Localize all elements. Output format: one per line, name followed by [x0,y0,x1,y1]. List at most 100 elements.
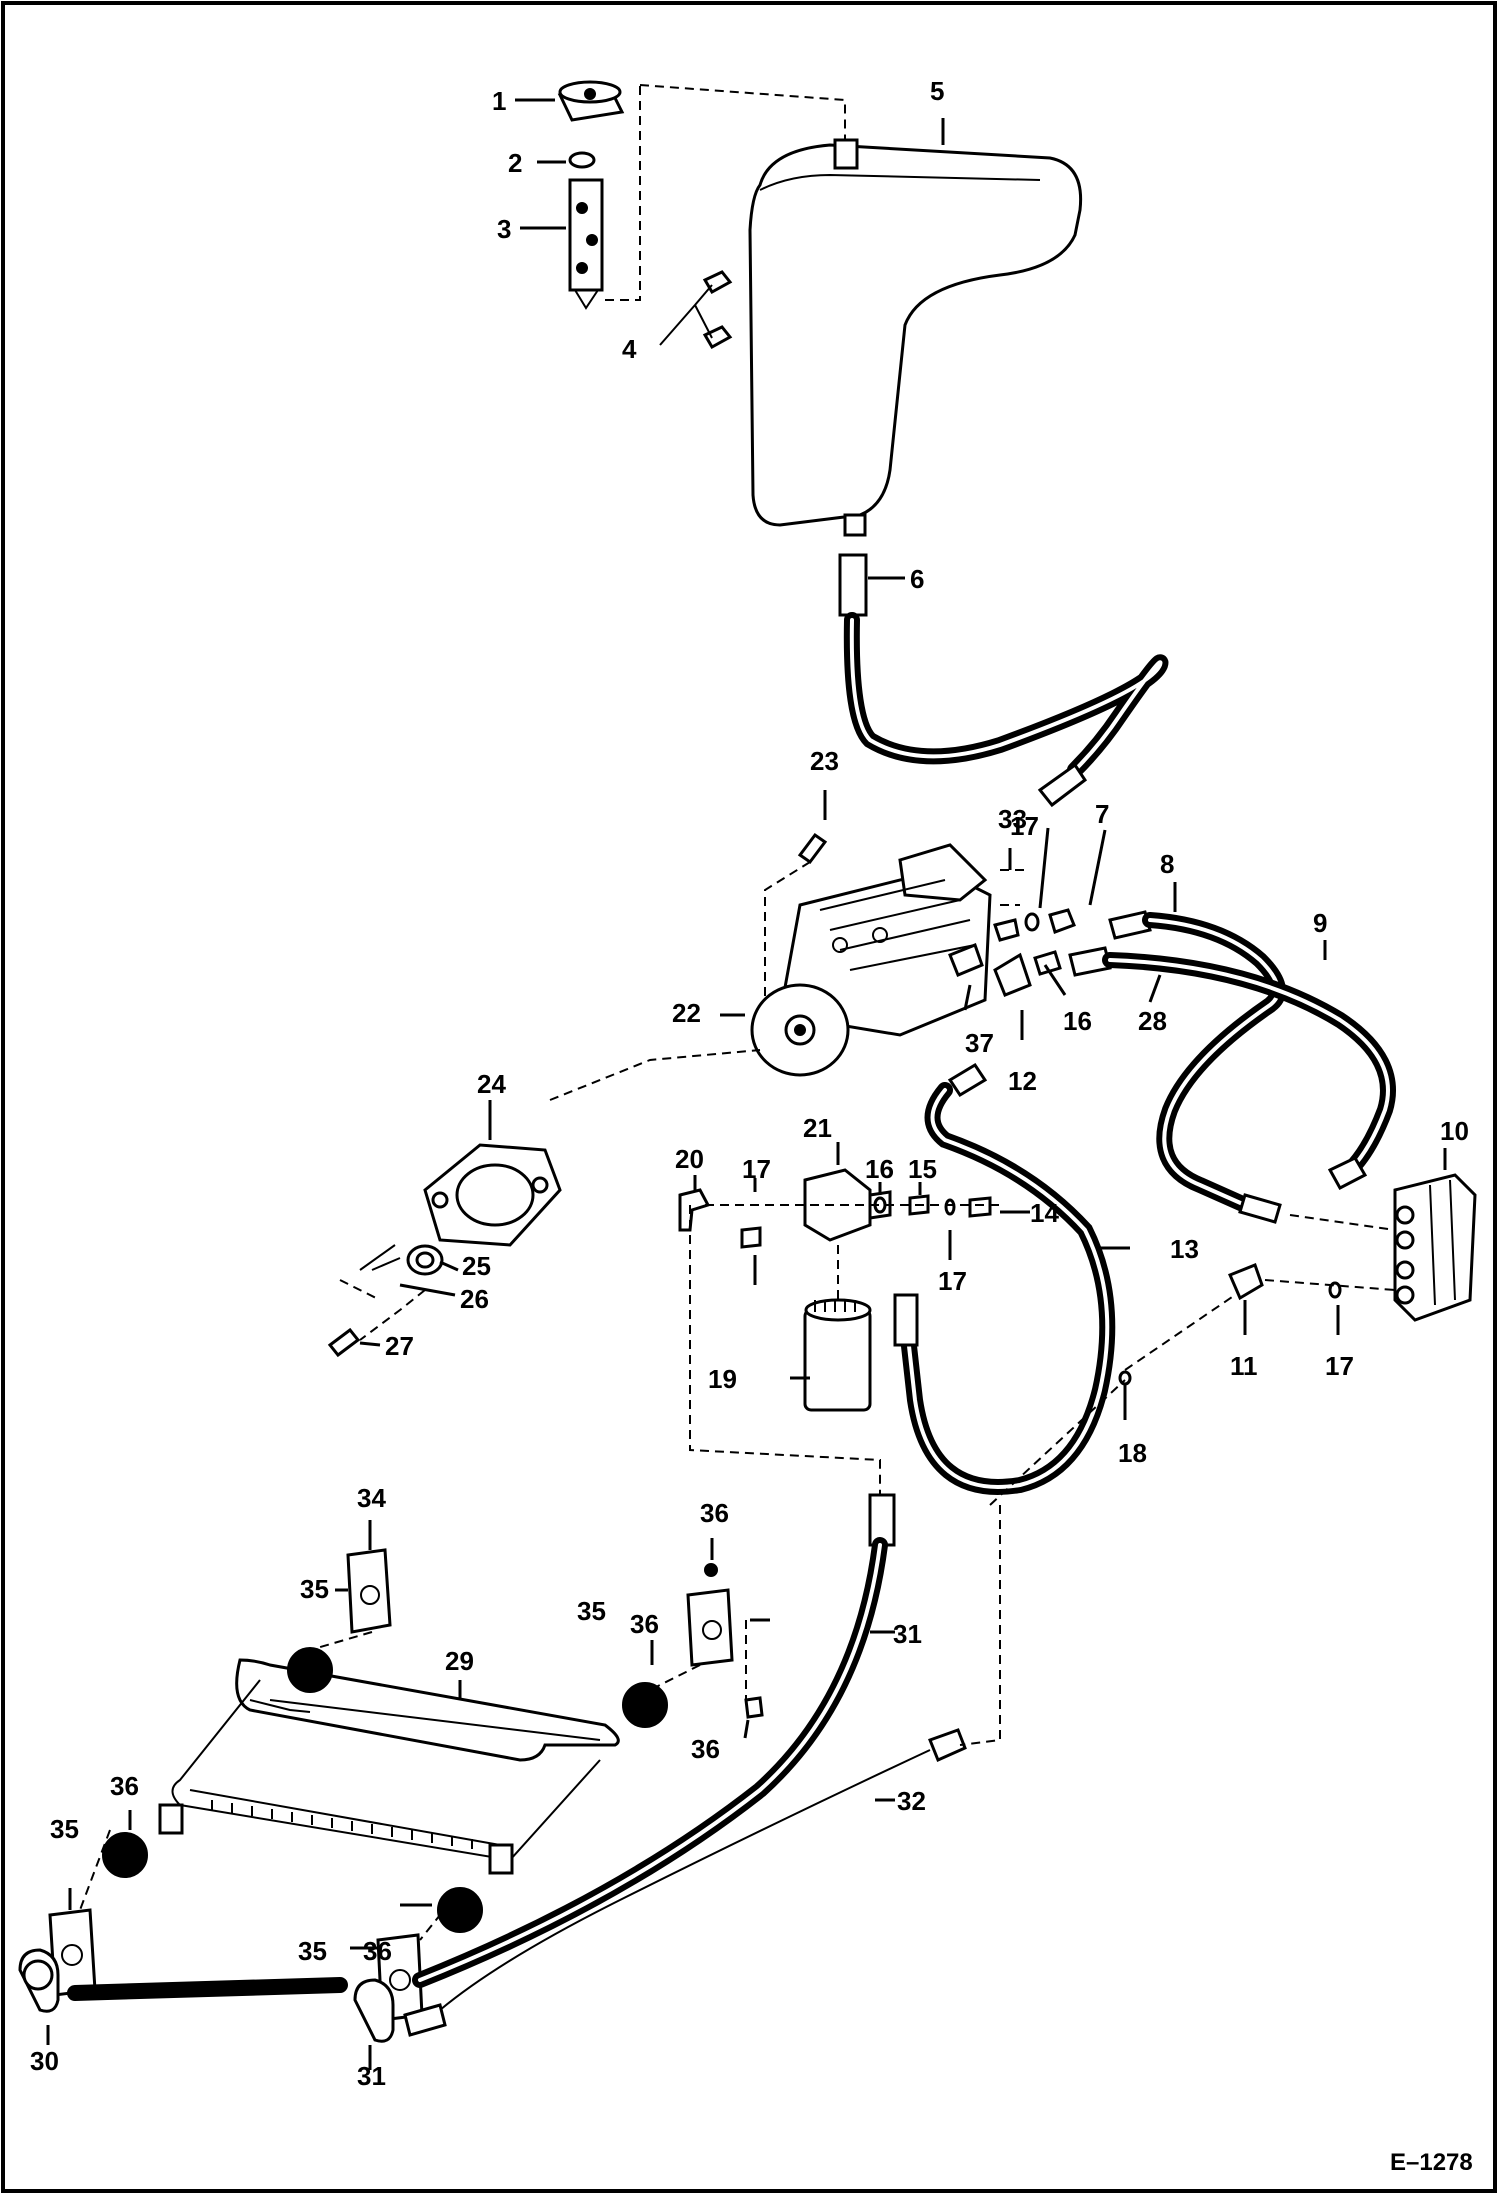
mount-adapter [423,1143,562,1247]
leader-cap-to-tank [605,84,846,301]
callout-32: 32 [897,1786,926,1816]
callout-36: 36 [110,1771,139,1801]
callout-37: 37 [965,1028,994,1058]
callout-20: 20 [675,1144,704,1174]
cap-gasket [568,151,596,169]
callout-31: 31 [357,2061,386,2091]
pump-plug [993,918,1020,942]
callout-5: 5 [930,76,944,106]
leader-valve [1264,1214,1396,1291]
drawing-reference-code: E–1278 [1390,2149,1473,2176]
oil-cooler [158,1658,620,1875]
bolt-38 [744,1696,764,1719]
callout-labels: 1234567891011121314151616171717171819202… [30,76,1469,2091]
callout-26: 26 [460,1284,489,1314]
pump-bolt [797,832,828,865]
pump-elbow [993,952,1032,997]
callout-28: 28 [1138,1006,1167,1036]
callout-11: 11 [1230,1351,1258,1381]
oring-filter-2 [944,1198,956,1216]
callout-13: 13 [1170,1234,1199,1264]
filter-plug [740,1226,762,1249]
callout-24: 24 [477,1069,506,1099]
tank-grommets [659,270,733,350]
suction-hose [838,553,1169,808]
leader-bolt [764,861,811,1010]
callout-6: 6 [910,564,924,594]
callout-35: 35 [577,1596,606,1626]
callout-7: 7 [1095,799,1109,829]
filter-element [803,1298,872,1412]
callout-34: 34 [357,1483,386,1513]
fitting-upper [1048,908,1076,934]
callout-21: 21 [803,1113,832,1143]
callout-36: 36 [700,1498,729,1528]
hose-13 [893,1062,1116,1495]
hose-cooler-left [67,1977,348,2001]
callout-10: 10 [1440,1116,1469,1146]
callout-17: 17 [1010,811,1039,841]
callout-16: 16 [1063,1006,1092,1036]
callout-8: 8 [1160,849,1174,879]
filler-cap [557,80,625,122]
callout-18: 18 [1118,1438,1147,1468]
tee-fitting [1228,1263,1264,1301]
oring-valve [1328,1281,1342,1299]
hydraulic-reservoir [748,138,1083,537]
leader-mount [339,1049,761,1341]
callout-22: 22 [672,998,701,1028]
elbow-31-right [353,1978,395,2043]
callout-31: 31 [893,1619,922,1649]
isolator-grommets [102,1647,668,1933]
filler-strainer [568,178,604,310]
elbow-31-left [18,1948,60,2013]
oring-upper [1024,912,1040,932]
pump-fitting [948,943,984,977]
key [359,1244,401,1271]
hydrostatic-pump [750,843,992,1077]
hose-9 [1068,946,1396,1191]
fitting-14 [968,1196,992,1218]
callout-17: 17 [1325,1351,1354,1381]
fitting-lower [1033,950,1062,976]
callout-35: 35 [298,1936,327,1966]
callout-3: 3 [497,214,511,244]
nut-37 [704,1563,718,1577]
orifice-18 [1118,1370,1132,1386]
hose-8 [1108,910,1286,1224]
callout-16: 16 [865,1154,894,1184]
callout-30: 30 [30,2046,59,2076]
control-valve [1393,1173,1477,1322]
callout-1: 1 [492,86,506,116]
elbow-fitting [678,1188,711,1232]
callout-36: 36 [691,1734,720,1764]
callout-17: 17 [938,1266,967,1296]
hose-33 [403,1728,967,2037]
callout-15: 15 [908,1154,937,1184]
callout-12: 12 [1008,1066,1037,1096]
callout-17: 17 [742,1154,771,1184]
callout-36: 36 [363,1936,392,1966]
coupler [406,1244,444,1276]
callout-leaders [46,98,1447,2070]
callout-35: 35 [300,1574,329,1604]
callout-27: 27 [385,1331,414,1361]
callout-2: 2 [508,148,522,178]
callout-19: 19 [708,1364,737,1394]
callout-36: 36 [630,1609,659,1639]
callout-9: 9 [1313,908,1327,938]
filter-head [803,1168,892,1242]
callout-23: 23 [810,746,839,776]
setscrew [327,1327,361,1358]
leader-pump-ports [1000,869,1025,906]
callout-14: 14 [1030,1198,1059,1228]
hose-32 [412,1493,896,1988]
callout-33: 33 [998,804,1027,834]
callout-35: 35 [50,1814,79,1844]
callout-25: 25 [462,1251,491,1281]
leader-return-lines [689,1205,1236,1746]
leader-mounts [79,1620,747,1941]
